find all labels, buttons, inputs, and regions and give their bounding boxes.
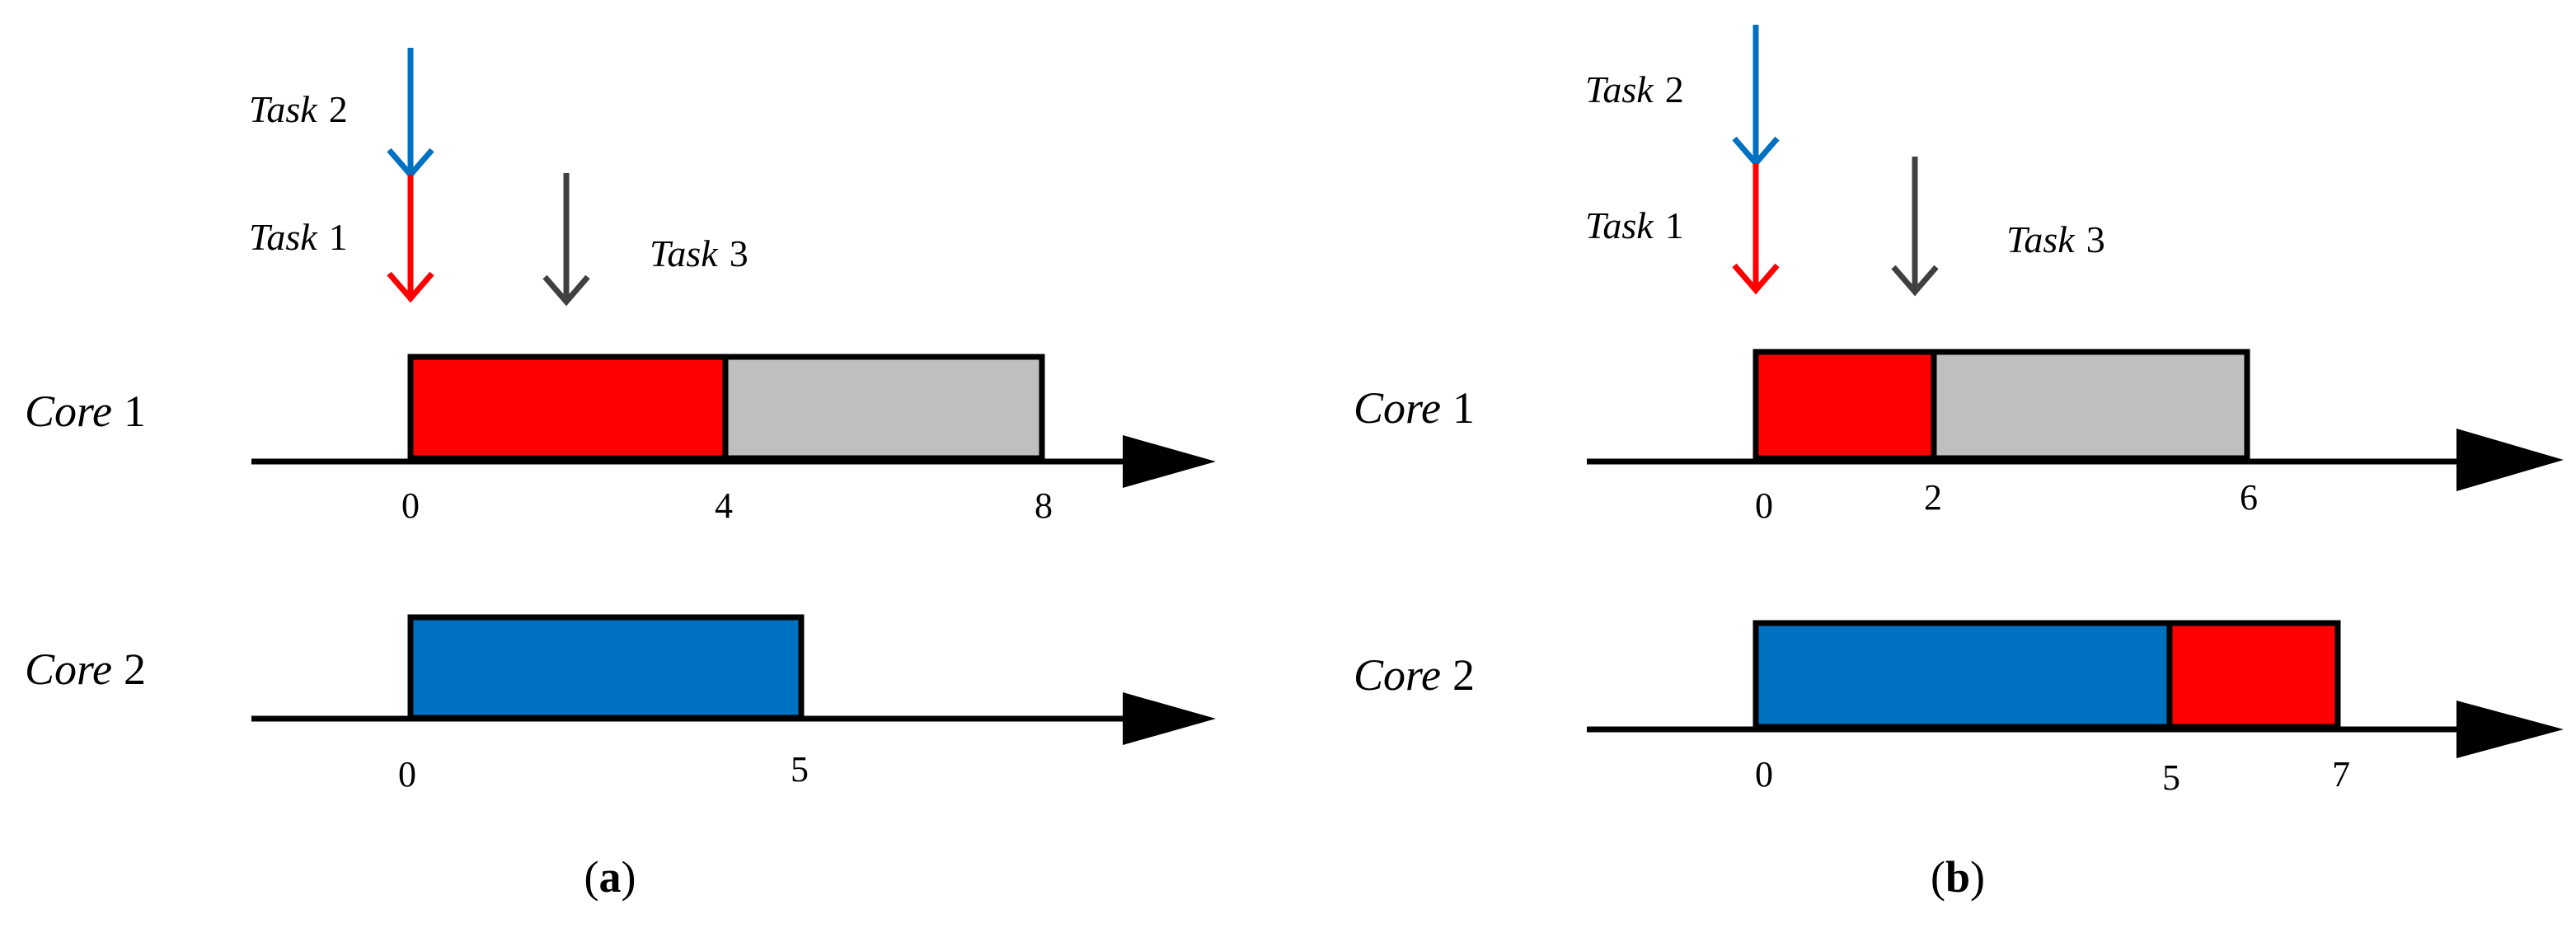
tick-label: 0 (1755, 485, 1773, 526)
core2-axis-arrowhead (2456, 701, 2564, 758)
core2-block-task2 (407, 614, 805, 721)
core1-block-task1 (407, 354, 729, 462)
tick-label: 6 (2240, 477, 2258, 518)
core2-block-task1 (2166, 620, 2341, 730)
core1-axis-arrowhead (2456, 429, 2564, 491)
core2-axis-arrowhead (1123, 692, 1216, 745)
panel-a-caption: (a) (584, 852, 636, 902)
tick-label: 5 (791, 749, 809, 790)
tick-label: 8 (1035, 485, 1053, 526)
tick-label: 2 (1924, 477, 1942, 518)
tick-label: 5 (2162, 757, 2180, 798)
tick-label: 0 (1755, 754, 1773, 794)
task1-arrowhead (1732, 263, 1780, 295)
tick-label: 0 (401, 485, 420, 526)
task3-arrowhead (1891, 265, 1939, 297)
task1-arrowhead (387, 271, 434, 303)
tick-label: 0 (398, 754, 416, 794)
panel-b-caption: (b) (1931, 852, 1985, 902)
core1-block-task3 (1931, 349, 2250, 462)
task3-arrowhead (542, 274, 590, 307)
core1-block-task1 (1753, 349, 1937, 462)
core1-axis-arrowhead (1123, 435, 1216, 488)
tick-label: 7 (2332, 754, 2350, 794)
core2-block-task2 (1753, 620, 2173, 730)
tick-label: 4 (715, 485, 733, 526)
core1-block-task3 (722, 354, 1045, 462)
